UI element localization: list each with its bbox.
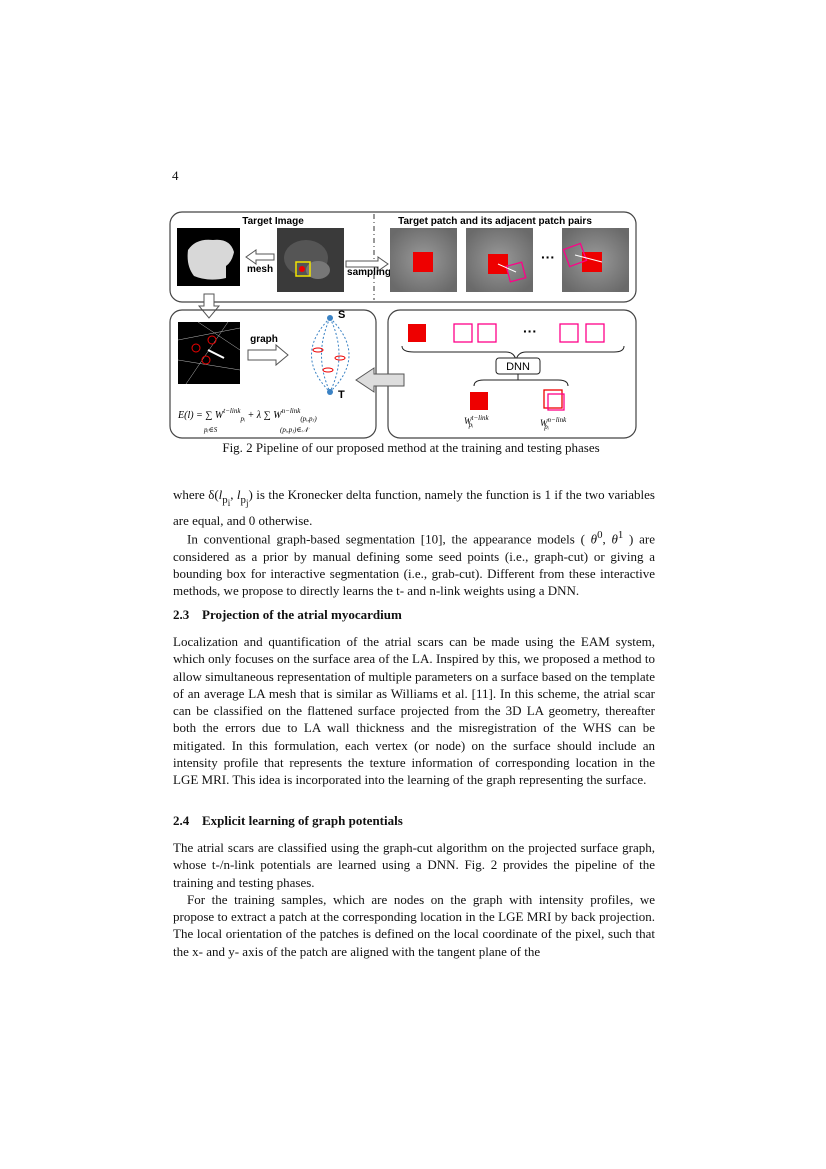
svg-text:(pᵢ,pⱼ)∈𝒩: (pᵢ,pⱼ)∈𝒩 bbox=[280, 426, 311, 434]
graph-diagram bbox=[311, 317, 350, 393]
para2-text: In conventional graph-based segmentation… bbox=[187, 531, 585, 547]
svg-text:pᵢ∈S: pᵢ∈S bbox=[203, 426, 218, 434]
graph-label: graph bbox=[250, 334, 278, 345]
para1-text: is the Kronecker delta function, namely … bbox=[173, 487, 655, 529]
arrow-left-icon bbox=[245, 249, 275, 265]
para2-rest: ) are considered as a prior by manual de… bbox=[173, 531, 655, 599]
svg-text:Wn−linkpᵢ: Wn−linkpᵢ bbox=[540, 416, 567, 431]
paragraph-5: For the training samples, which are node… bbox=[173, 891, 655, 959]
arrow-left-icon bbox=[355, 367, 405, 393]
target-image-label: Target Image bbox=[242, 216, 304, 227]
pipeline-figure: Target Image Target patch and its adjace… bbox=[168, 210, 638, 442]
mesh-label: mesh bbox=[247, 264, 273, 275]
sampling-label: sampling bbox=[347, 267, 391, 278]
ellipsis: ··· bbox=[523, 323, 537, 339]
ellipsis: ··· bbox=[541, 249, 555, 265]
paragraph-2: In conventional graph-based segmentation… bbox=[173, 529, 655, 599]
paragraph-4: The atrial scars are classified using th… bbox=[173, 840, 655, 959]
source-label: S bbox=[338, 309, 345, 321]
arrow-down-icon bbox=[197, 293, 221, 319]
arrow-right-icon bbox=[247, 343, 289, 367]
graph-mesh-image bbox=[178, 322, 240, 384]
svg-text:Wt−linkpᵢ: Wt−linkpᵢ bbox=[464, 414, 490, 429]
top-panel bbox=[169, 211, 637, 303]
arrow-right-icon bbox=[345, 256, 389, 272]
paragraph-1: where δ(lpi, lpj) is the Kronecker delta… bbox=[173, 487, 655, 529]
energy-formula: E(l) = ∑ Wt−linkpᵢ + λ ∑ Wn−link(pᵢ,pⱼ) bbox=[177, 407, 317, 423]
dnn-label: DNN bbox=[506, 361, 530, 373]
target-patch-label: Target patch and its adjacent patch pair… bbox=[398, 216, 592, 227]
paragraph-3: Localization and quantification of the a… bbox=[173, 634, 655, 788]
sink-label: T bbox=[338, 389, 345, 401]
para1-prefix: where bbox=[173, 487, 205, 502]
page-number: 4 bbox=[172, 168, 179, 183]
figure-caption: Fig. 2 Pipeline of our proposed method a… bbox=[222, 440, 600, 455]
